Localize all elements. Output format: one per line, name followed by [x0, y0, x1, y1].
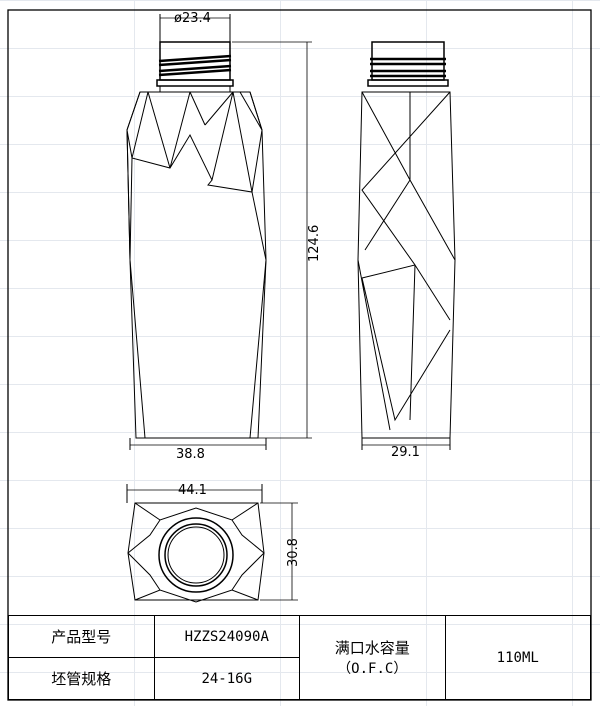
front-width-label: 38.8: [176, 447, 205, 462]
capacity-value: 110ML: [444, 615, 591, 700]
height-label: 124.6: [307, 225, 322, 262]
side-width-label: 29.1: [391, 445, 420, 460]
spec-table: 产品型号 HZZS24090A 满口水容量 （O.F.C） 110ML 坯管规格…: [8, 615, 591, 700]
drawing-frame: [7, 9, 592, 701]
product-model-value: HZZS24090A: [153, 615, 300, 658]
neck-diameter-label: ø23.4: [174, 11, 211, 26]
preform-spec-value: 24-16G: [153, 657, 300, 700]
bottom-view: [126, 484, 298, 603]
side-view: [357, 41, 456, 450]
bottom-width-label: 44.1: [178, 483, 207, 498]
preform-spec-label: 坯管规格: [8, 657, 155, 700]
bottom-depth-label: 30.8: [286, 538, 301, 567]
capacity-label: 满口水容量: [334, 639, 410, 657]
capacity-sub: （O.F.C）: [337, 661, 408, 677]
capacity-label-cell: 满口水容量 （O.F.C）: [299, 615, 446, 700]
front-view: [126, 14, 312, 450]
product-model-label: 产品型号: [8, 615, 155, 658]
